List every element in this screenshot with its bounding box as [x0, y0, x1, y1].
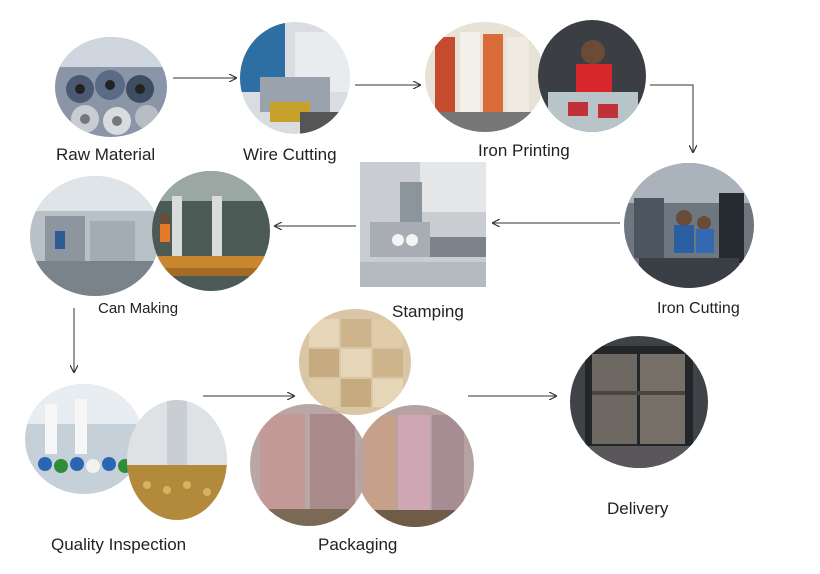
delivery-label: Delivery: [607, 499, 669, 518]
packaging-photo-boxes: [299, 309, 411, 415]
arrow-printing-to-iron-cutting: [650, 84, 693, 152]
can-making-photo-2: [152, 171, 270, 291]
packaging-photo-pallets-2: [356, 405, 474, 527]
quality-inspection-photo-2: [127, 400, 227, 520]
stamping-photo: [360, 162, 486, 287]
iron-printing-photo-1: [425, 22, 545, 132]
iron-cutting-label: Iron Cutting: [657, 300, 740, 317]
raw-material-label: Raw Material: [56, 145, 156, 164]
iron-cutting-photo: [624, 163, 754, 288]
wire-cutting-photo: [240, 22, 350, 134]
wire-cutting-label: Wire Cutting: [243, 145, 337, 164]
packaging-label: Packaging: [318, 535, 398, 554]
quality-inspection-label: Quality Inspection: [51, 535, 187, 554]
packaging-photo-pallets-1: [250, 404, 368, 526]
iron-printing-photo-2: [538, 20, 646, 132]
quality-inspection-photo-1: [25, 384, 143, 494]
delivery-photo: [570, 336, 708, 468]
raw-material-photo: [55, 37, 167, 137]
stamping-label: Stamping: [392, 302, 464, 321]
iron-printing-label: Iron Printing: [478, 141, 570, 160]
can-making-label: Can Making: [98, 300, 179, 317]
can-making-photo-1: [30, 176, 160, 296]
